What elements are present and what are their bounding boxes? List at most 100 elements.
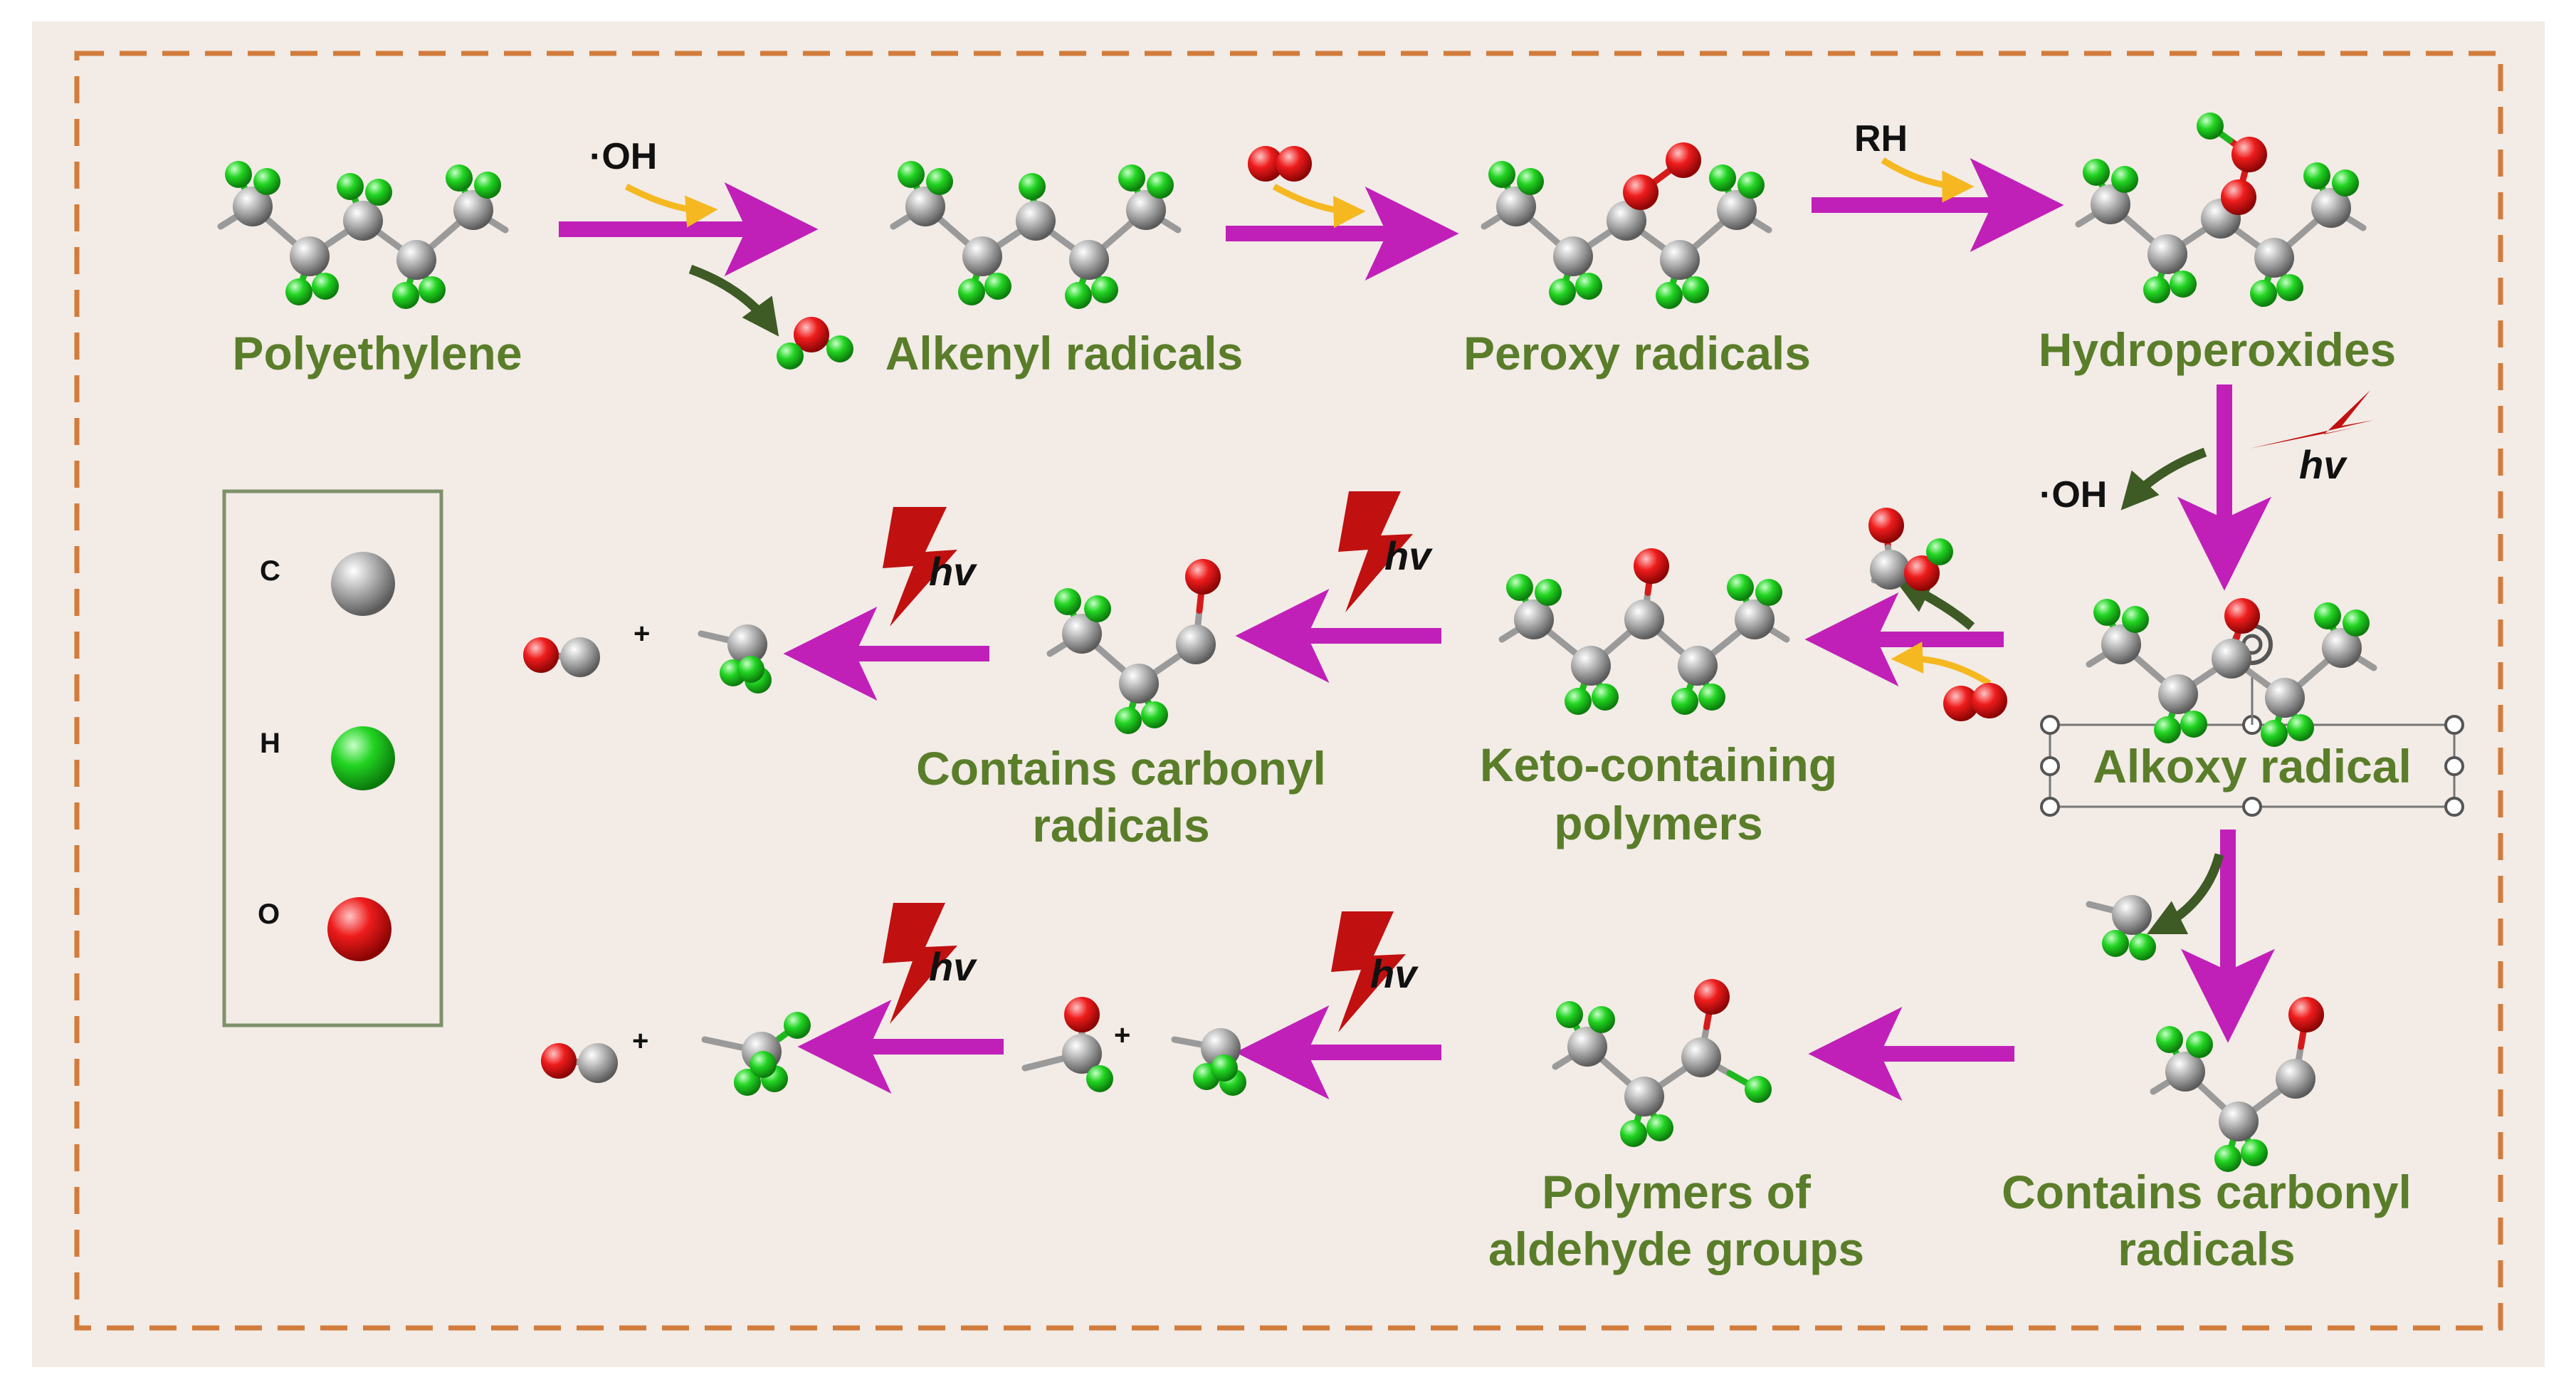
hv-label: hv <box>2299 442 2346 487</box>
hydrogen-atom <box>2197 113 2224 140</box>
label-hydroperoxides: Hydroperoxides <box>2038 323 2397 376</box>
carbon-atom <box>1069 240 1109 280</box>
oxygen-atom <box>1276 146 1312 182</box>
hydrogen-atom <box>392 282 419 309</box>
hydrogen-atom <box>2314 602 2341 629</box>
carbon-atom <box>2101 624 2141 664</box>
hydrogen-atom <box>225 161 252 188</box>
carbon-atom <box>1126 190 1166 230</box>
oxygen-atom <box>2221 179 2256 215</box>
hydrogen-atom <box>2083 159 2110 186</box>
hydrogen-atom <box>1755 579 1782 606</box>
legend-hydrogen-atom <box>331 726 395 790</box>
hydrogen-atom <box>734 1069 761 1096</box>
oxygen-atom <box>794 317 829 352</box>
hydrogen-atom <box>2170 271 2197 298</box>
hydrogen-atom <box>2276 274 2303 301</box>
label-alkoxy-radical: Alkoxy radical <box>2093 740 2412 792</box>
carbon-atom <box>2265 678 2305 718</box>
hydrogen-atom <box>1141 701 1168 728</box>
oxygen-atom <box>1943 686 1979 721</box>
hv-label: hv <box>929 944 976 989</box>
molecule-methyl-mid <box>698 624 772 694</box>
hydrogen-atom <box>1926 538 1953 565</box>
reagent-oh: ·OH <box>589 136 658 177</box>
legend-carbon-label: C <box>260 555 280 587</box>
hydrogen-atom <box>2241 1139 2268 1166</box>
dashed-frame <box>74 51 2503 1331</box>
lightning-icon <box>1331 911 1406 1032</box>
yellow-arrow-o2-keto <box>1891 642 1992 686</box>
molecules-layer <box>217 113 2377 1172</box>
molecule-carbonyl-radical <box>1046 559 1221 734</box>
carbon-atom <box>2322 628 2362 668</box>
oxygen-atom <box>1694 979 1730 1015</box>
carbon-atom <box>1016 201 1056 241</box>
carbon-atom <box>1607 201 1646 241</box>
carbon-atom <box>1870 550 1910 590</box>
hydrogen-atom <box>2332 169 2359 197</box>
carbon-atom <box>343 201 383 241</box>
legend-oxygen-atom <box>327 897 391 961</box>
green-arrow-methyl <box>2147 853 2224 934</box>
hydrogen-atom <box>1517 168 1544 195</box>
reagent-rh: RH <box>1854 118 1908 159</box>
carbon-atom <box>727 624 767 664</box>
yellow-arrow-o2 <box>1272 184 1366 229</box>
molecule-water <box>777 317 853 370</box>
lightning-icon <box>883 903 957 1024</box>
label-carbonyl-mid-line2: radicals <box>1032 799 1210 852</box>
oxygen-atom <box>1868 508 1904 543</box>
carbon-atom <box>2165 1052 2205 1092</box>
label-carbonyl-low-line2: radicals <box>2118 1223 2296 1275</box>
molecule-o2 <box>1248 146 1312 182</box>
hydrogen-atom <box>1556 1001 1583 1028</box>
hydrogen-atom <box>2261 720 2288 747</box>
label-keto-line2: polymers <box>1554 797 1763 849</box>
molecule-carbonyl-radical-low <box>2150 997 2324 1172</box>
carbon-atom <box>1624 600 1664 639</box>
hydrogen-atom <box>419 276 446 303</box>
hydrogen-atom <box>1211 1055 1238 1082</box>
hydrogen-atom <box>1588 1006 1615 1033</box>
hydrogen-atom <box>2186 1031 2213 1058</box>
carbon-atom <box>396 240 436 280</box>
hydrogen-atom <box>2303 162 2330 189</box>
molecule-formyl <box>1021 997 1113 1092</box>
hydrogen-atom <box>337 173 364 200</box>
hv-label: hv <box>1370 951 1417 996</box>
carbon-atom <box>1119 664 1159 703</box>
carbon-atom <box>2158 674 2198 714</box>
hydrogen-atom <box>2111 166 2138 193</box>
legend-box <box>222 489 443 1027</box>
hydrogen-atom <box>1115 707 1142 734</box>
oxygen-atom <box>1634 548 1669 584</box>
yellow-arrow-rh <box>1881 157 1975 203</box>
carbon-atom <box>1514 600 1554 639</box>
carbon-atom <box>1571 646 1611 686</box>
carbon-atom <box>1717 190 1757 230</box>
molecule-alkoxy-radical <box>2086 598 2377 747</box>
oxygen-atom <box>523 637 559 673</box>
molecule-o2-keto <box>1943 683 2007 721</box>
oxygen-atom <box>1972 683 2007 718</box>
carbon-atom <box>453 190 493 230</box>
hydrogen-atom <box>1488 161 1515 188</box>
yellow-arrow-oh <box>624 183 718 228</box>
hydrogen-atom <box>898 161 925 188</box>
hydrogen-atom <box>474 172 501 199</box>
hydrogen-atom <box>2122 606 2149 633</box>
molecule-methyl-low2 <box>1171 1028 1246 1096</box>
hydrogen-atom <box>2129 933 2156 961</box>
hydrogen-atom <box>1084 595 1111 622</box>
oxygen-atom <box>2231 137 2267 172</box>
carbon-atom <box>2311 188 2351 228</box>
molecule-methanol <box>1868 508 1953 591</box>
oxygen-atom <box>1904 555 1940 591</box>
hydrogen-atom <box>777 342 804 370</box>
hydrogen-atom <box>826 335 853 362</box>
label-carbonyl-mid-line1: Contains carbonyl <box>916 742 1326 795</box>
oxygen-atom <box>1666 142 1701 178</box>
carbon-atom <box>2219 1102 2259 1141</box>
